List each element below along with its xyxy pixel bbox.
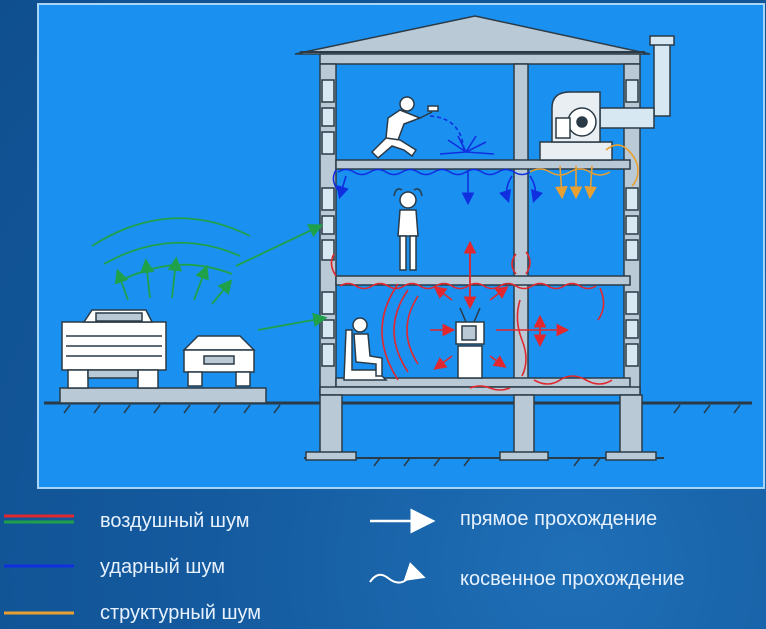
structural-noise-paths <box>529 144 639 200</box>
airborne-noise-waves-traffic <box>91 217 328 331</box>
truck-icon <box>61 309 167 389</box>
legend-direct-label: прямое прохождение <box>460 508 658 530</box>
tv-icon <box>455 307 485 379</box>
legend-indirect-wave-icon <box>369 562 426 584</box>
seated-person-icon <box>343 317 388 381</box>
road-slab <box>59 387 267 404</box>
person-icon <box>393 188 423 271</box>
airborne-noise-paths-inside <box>330 240 613 391</box>
legend-impact-label: ударный шум <box>100 556 225 578</box>
impact-noise-paths <box>333 115 544 202</box>
legend-structural-label: структурный шум <box>100 602 262 624</box>
house-icon <box>294 15 675 461</box>
legend-airborne-label: воздушный шум <box>100 510 250 532</box>
car-icon <box>182 335 256 387</box>
worker-icon <box>370 96 439 160</box>
fan-unit-icon <box>539 91 613 161</box>
legend-indirect-label: косвенное прохождение <box>460 568 685 590</box>
legend <box>4 508 436 615</box>
